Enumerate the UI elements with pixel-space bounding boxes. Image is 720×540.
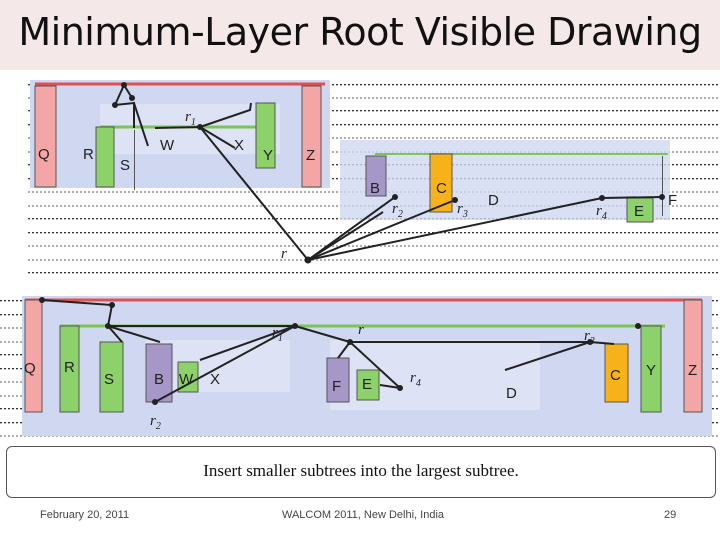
bottom-drawing: Q R S B W X F E D C Y Z r1 r r3 r4 r2 xyxy=(0,296,720,437)
top-root-label-r1: r1 xyxy=(185,109,196,128)
bottom-vertex-y-bar xyxy=(640,325,662,413)
bottom-label-z: Z xyxy=(688,362,697,379)
footer-date: February 20, 2011 xyxy=(40,509,130,521)
top-vertex-f-bar xyxy=(662,156,663,216)
top-label-r: R xyxy=(83,146,94,163)
top-vertex-y-bar xyxy=(255,102,276,169)
page-title: Minimum-Layer Root Visible Drawing xyxy=(18,10,702,54)
top-label-q: Q xyxy=(38,146,50,163)
top-root-label-r: r xyxy=(281,246,287,262)
bottom-edges xyxy=(41,299,615,403)
top-vertex-q-bar xyxy=(34,85,57,188)
top-label-z: Z xyxy=(306,147,315,164)
bottom-label-f: F xyxy=(332,378,341,395)
bottom-root-label-r3: r3 xyxy=(584,328,595,347)
top-label-d: D xyxy=(488,192,499,209)
bottom-vertex-e-bar xyxy=(356,369,380,401)
top-label-f: F xyxy=(668,192,677,209)
top-region-lower xyxy=(340,140,670,220)
top-region-inner xyxy=(100,104,280,154)
bottom-label-e: E xyxy=(362,376,372,393)
top-vertex-z-bar xyxy=(301,85,322,188)
top-label-y: Y xyxy=(263,147,273,164)
top-root-label-r2: r2 xyxy=(392,201,403,220)
bottom-vertex-b-bar xyxy=(145,343,173,403)
bottom-root-label-r: r xyxy=(358,322,364,338)
bottom-label-c: C xyxy=(610,367,621,384)
title-band xyxy=(0,0,720,70)
bottom-label-y: Y xyxy=(646,362,656,379)
bottom-label-w: W xyxy=(179,371,194,388)
bottom-root-dots xyxy=(39,297,641,405)
bottom-label-d: D xyxy=(506,385,517,402)
top-vertex-b-bar xyxy=(365,155,387,197)
bottom-root-label-r4: r4 xyxy=(410,370,421,389)
footer-conference: WALCOM 2011, New Delhi, India xyxy=(282,509,445,521)
top-root-label-r3: r3 xyxy=(457,201,468,220)
bottom-vertex-z-bar xyxy=(683,299,703,413)
bottom-label-q: Q xyxy=(24,360,36,377)
top-label-x: X xyxy=(234,137,244,154)
bottom-vertex-w-bar xyxy=(177,361,199,393)
bottom-vertex-c-bar xyxy=(604,343,629,403)
bottom-label-s: S xyxy=(104,371,114,388)
top-label-w: W xyxy=(160,137,175,154)
bottom-vertex-q-bar xyxy=(24,299,43,413)
bottom-label-r: R xyxy=(64,359,75,376)
top-label-b: B xyxy=(370,180,380,197)
top-vertex-s-bar xyxy=(134,130,135,190)
top-root-label-r4: r4 xyxy=(596,203,607,222)
bottom-root-label-r1: r1 xyxy=(272,325,283,344)
top-drawing: Q R S W X Y Z B C D E F r1 r2 r3 r4 r xyxy=(28,80,720,274)
bottom-root-label-r2: r2 xyxy=(150,413,161,432)
top-edges xyxy=(114,84,663,261)
bottom-label-x: X xyxy=(210,371,220,388)
bottom-vertex-r-bar xyxy=(59,325,80,413)
caption-box: Insert smaller subtrees into the largest… xyxy=(6,446,716,498)
bottom-label-b: B xyxy=(154,371,164,388)
caption-text: Insert smaller subtrees into the largest… xyxy=(203,461,519,480)
footer-page-number: 29 xyxy=(664,509,677,521)
top-vertex-c-bar xyxy=(429,153,453,213)
top-label-s: S xyxy=(120,157,130,174)
top-root-dots xyxy=(112,82,665,264)
top-vertex-r-bar xyxy=(95,126,115,188)
top-label-c: C xyxy=(436,180,447,197)
bottom-vertex-s-bar xyxy=(99,341,124,413)
top-label-e: E xyxy=(634,203,644,220)
